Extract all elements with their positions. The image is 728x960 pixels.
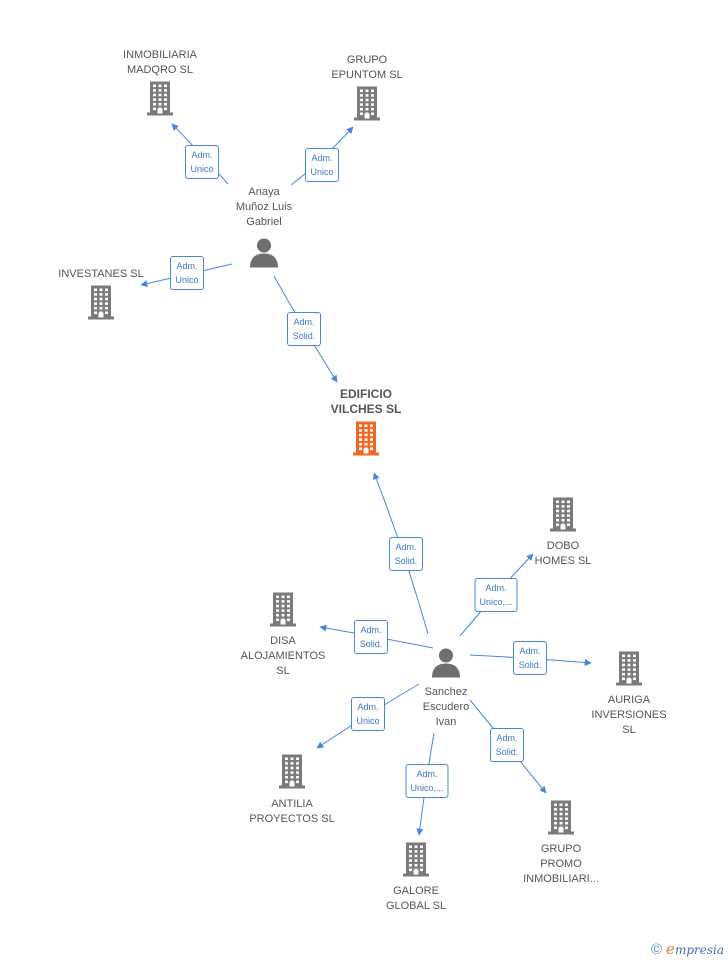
node-label-investanes[interactable]: INVESTANES SL — [58, 267, 143, 282]
node-label-line: VILCHES SL — [330, 402, 402, 416]
edge-label-sanchez-to-disa-alojamientos[interactable]: Adm. Solid. — [354, 620, 388, 654]
edge-label-line: Solid. — [518, 660, 542, 670]
company-building-icon[interactable] — [278, 754, 306, 794]
node-label-line: GALORE — [393, 885, 439, 897]
company-building-icon[interactable] — [353, 86, 381, 126]
node-label-line: INMOBILIARIA — [123, 49, 197, 61]
node-label-line: GLOBAL SL — [385, 900, 447, 912]
node-label-line: ALOJAMIENTOS — [240, 650, 326, 662]
edge-label-line: Adm. — [357, 702, 379, 712]
brand-rest: mpresia — [674, 943, 724, 957]
node-label-inmobiliaria-madqro[interactable]: INMOBILIARIA MADQRO SL — [123, 48, 197, 78]
node-label-line: PROMO — [540, 858, 582, 870]
edge-label-line: Solid. — [359, 639, 383, 649]
node-label-line: Muñoz Luis — [235, 201, 293, 213]
node-label-line: PROYECTOS SL — [249, 813, 335, 825]
edge-label-line: Adm. — [416, 769, 438, 779]
node-label-line: SL — [622, 724, 636, 736]
node-label-line: INMOBILIARI... — [523, 873, 599, 885]
node-label-line: SL — [276, 665, 290, 677]
edge-label-anaya-to-inmobiliaria-madqro[interactable]: Adm. Unico — [185, 145, 219, 179]
empresia-watermark: ©empresia — [651, 940, 724, 958]
node-label-galore[interactable]: GALORE GLOBAL SL — [386, 884, 446, 914]
node-label-line: DOBO — [546, 540, 580, 552]
edge-label-line: Adm. — [191, 150, 213, 160]
node-label-line: GRUPO — [540, 843, 582, 855]
node-label-line: AURIGA — [607, 694, 651, 706]
node-label-line: INVERSIONES — [591, 709, 667, 721]
edge-label-anaya-to-edificio-vilches[interactable]: Adm. Solid. — [287, 312, 321, 346]
edge-label-line: Adm. — [293, 317, 315, 327]
edge-label-anaya-to-grupo-epuntom[interactable]: Adm. Unico — [305, 148, 339, 182]
focus-company-building-icon[interactable] — [352, 421, 380, 461]
edge-label-sanchez-to-auriga[interactable]: Adm. Solid. — [513, 641, 547, 675]
edge-label-sanchez-to-grupo-promo[interactable]: Adm. Solid. — [490, 728, 524, 762]
edge-label-line: Solid. — [292, 331, 316, 341]
node-label-line: Escudero — [422, 701, 470, 713]
edge-label-line: Unico — [175, 275, 199, 285]
edge-label-sanchez-to-galore[interactable]: Adm. Unico,... — [405, 764, 449, 798]
node-label-antilia[interactable]: ANTILIA PROYECTOS SL — [249, 797, 334, 827]
edge-label-line: Solid. — [495, 747, 519, 757]
node-label-line: EPUNTOM SL — [331, 69, 403, 81]
node-label-line: GRUPO — [346, 54, 388, 66]
edge-label-anaya-to-investanes[interactable]: Adm. Unico — [170, 256, 204, 290]
edge-label-line: Adm. — [485, 583, 507, 593]
company-building-icon[interactable] — [269, 592, 297, 632]
node-label-grupo-promo[interactable]: GRUPO PROMO INMOBILIARI... — [523, 842, 599, 887]
company-building-icon[interactable] — [549, 497, 577, 537]
company-building-icon[interactable] — [402, 842, 430, 882]
edge-label-line: Unico,... — [479, 597, 513, 607]
edge-label-line: Unico,... — [410, 783, 444, 793]
company-building-icon[interactable] — [547, 800, 575, 840]
node-label-line: DISA — [270, 635, 296, 647]
edge-label-line: Solid. — [394, 556, 418, 566]
edge-label-line: Unico — [356, 716, 380, 726]
edge-label-line: Adm. — [360, 625, 382, 635]
edge-label-line: Adm. — [176, 261, 198, 271]
node-label-dobo-homes[interactable]: DOBO HOMES SL — [535, 539, 592, 569]
edge-label-sanchez-to-dobo-homes[interactable]: Adm. Unico,... — [474, 578, 518, 612]
person-icon[interactable] — [249, 238, 279, 273]
edge-label-line: Unico — [310, 167, 334, 177]
company-building-icon[interactable] — [615, 651, 643, 691]
brand-e: e — [666, 940, 675, 958]
company-building-icon[interactable] — [87, 285, 115, 325]
edge-label-line: Adm. — [395, 542, 417, 552]
node-label-line: MADQRO SL — [126, 64, 193, 76]
edge-label-sanchez-to-edificio-vilches[interactable]: Adm. Solid. — [389, 537, 423, 571]
edge-label-line: Adm. — [311, 153, 333, 163]
node-label-line: Gabriel — [246, 216, 282, 228]
copyright-symbol: © — [650, 941, 663, 958]
node-label-line: HOMES SL — [534, 555, 592, 567]
node-label-disa-alojamientos[interactable]: DISA ALOJAMIENTOS SL — [241, 634, 326, 679]
node-label-grupo-epuntom[interactable]: GRUPO EPUNTOM SL — [331, 53, 402, 83]
node-label-line: ANTILIA — [271, 798, 313, 810]
person-icon[interactable] — [431, 648, 461, 683]
edge-label-line: Adm. — [496, 733, 518, 743]
edge-label-line: Unico — [190, 164, 214, 174]
edge-label-line: Adm. — [519, 646, 541, 656]
node-label-line: Sanchez — [424, 686, 468, 698]
node-label-line: Ivan — [435, 716, 457, 728]
company-building-icon[interactable] — [146, 81, 174, 121]
edge-label-sanchez-to-antilia[interactable]: Adm. Unico — [351, 697, 385, 731]
node-label-line: Anaya — [248, 186, 280, 198]
node-label-line: EDIFICIO — [339, 387, 392, 401]
node-label-auriga[interactable]: AURIGA INVERSIONES SL — [591, 693, 666, 738]
node-label-line: INVESTANES SL — [58, 268, 144, 280]
